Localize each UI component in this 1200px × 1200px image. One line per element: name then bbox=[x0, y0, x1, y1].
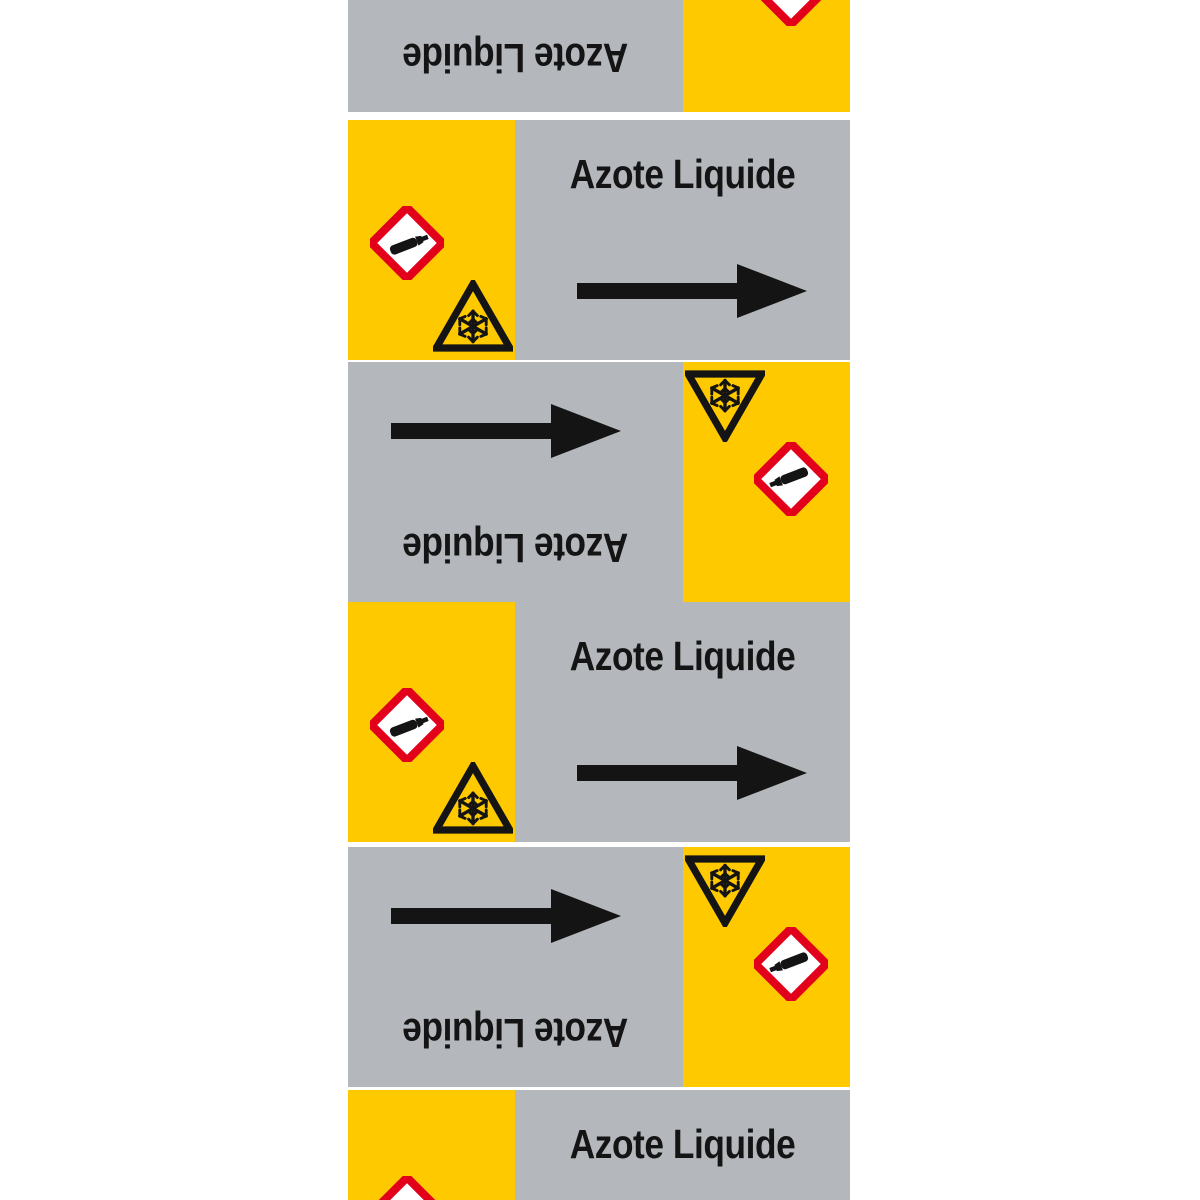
low-temperature-warning-icon bbox=[429, 276, 517, 352]
label-row-inner: Azote Liquide bbox=[348, 120, 850, 360]
legend-panel: Azote Liquide bbox=[348, 362, 683, 602]
legend-panel: Azote Liquide bbox=[515, 1090, 850, 1200]
label-row: Azote Liquide bbox=[348, 362, 850, 602]
substance-name: Azote Liquide bbox=[569, 1121, 796, 1167]
label-row: Azote Liquide bbox=[348, 0, 850, 112]
ghs04-gas-cylinder-icon bbox=[749, 922, 833, 1006]
label-row-inner: Azote Liquide bbox=[348, 1090, 850, 1200]
legend-panel: Azote Liquide bbox=[515, 120, 850, 360]
substance-name: Azote Liquide bbox=[402, 35, 629, 81]
hazard-panel bbox=[683, 0, 850, 112]
substance-name: Azote Liquide bbox=[569, 151, 796, 197]
hazard-panel bbox=[348, 1090, 515, 1200]
substance-name: Azote Liquide bbox=[402, 525, 629, 571]
ghs04-gas-cylinder-icon bbox=[754, 0, 828, 31]
hazard-panel bbox=[681, 362, 850, 602]
hazard-panel bbox=[348, 120, 517, 360]
flow-direction-arrow-icon bbox=[391, 889, 621, 943]
legend-panel: Azote Liquide bbox=[515, 602, 850, 842]
label-row-inner: Azote Liquide bbox=[348, 602, 850, 842]
flow-direction-arrow-icon bbox=[391, 404, 621, 458]
legend-panel: Azote Liquide bbox=[348, 847, 683, 1087]
legend-panel: Azote Liquide bbox=[348, 0, 683, 112]
flow-direction-arrow-icon bbox=[577, 746, 807, 800]
label-row: Azote Liquide bbox=[348, 120, 850, 360]
hazard-panel bbox=[681, 847, 850, 1087]
hazard-panel bbox=[348, 602, 517, 842]
ghs04-gas-cylinder-icon bbox=[365, 683, 449, 767]
low-temperature-warning-icon bbox=[681, 855, 769, 931]
label-row-inner: Azote Liquide bbox=[348, 847, 850, 1087]
label-row: Azote Liquide bbox=[348, 847, 850, 1087]
label-row-inner: Azote Liquide bbox=[348, 362, 850, 602]
ghs04-gas-cylinder-icon bbox=[370, 1171, 444, 1200]
label-row-inner: Azote Liquide bbox=[348, 0, 850, 112]
ghs04-gas-cylinder-icon bbox=[749, 437, 833, 521]
label-row: Azote Liquide bbox=[348, 1090, 850, 1200]
ghs04-gas-cylinder-icon bbox=[365, 201, 449, 285]
substance-name: Azote Liquide bbox=[402, 1010, 629, 1056]
label-sheet: Azote Liquide bbox=[348, 0, 850, 1200]
flow-direction-arrow-icon bbox=[577, 264, 807, 318]
low-temperature-warning-icon bbox=[429, 758, 517, 834]
substance-name: Azote Liquide bbox=[569, 633, 796, 679]
low-temperature-warning-icon bbox=[681, 370, 769, 446]
label-row: Azote Liquide bbox=[348, 602, 850, 842]
